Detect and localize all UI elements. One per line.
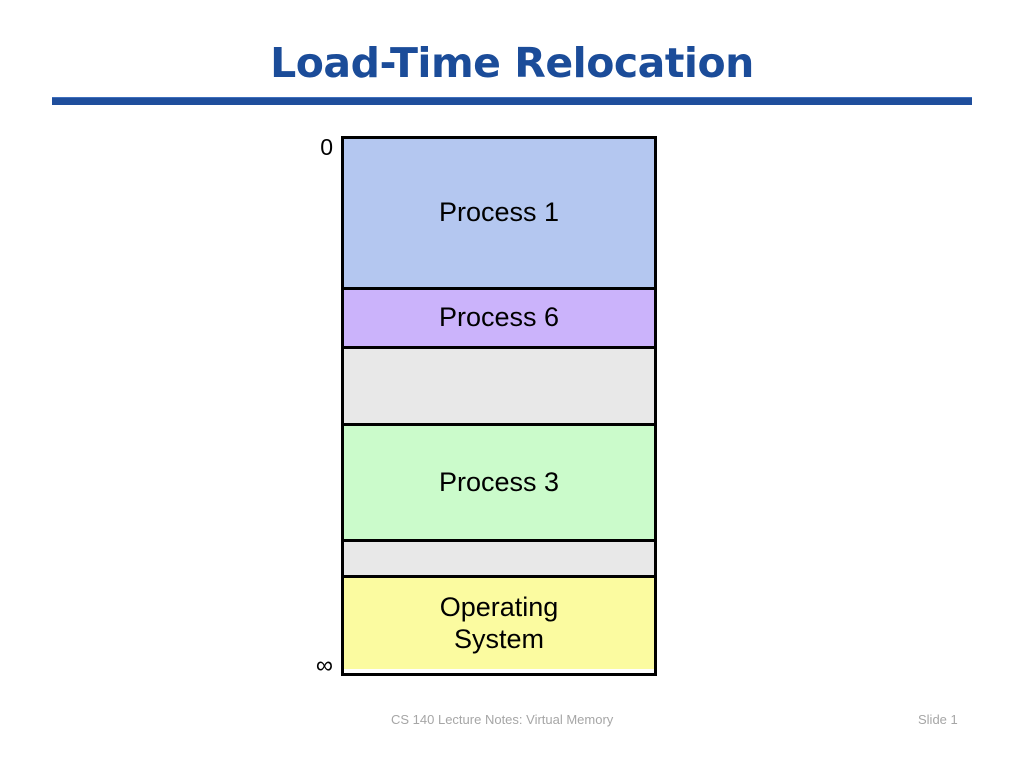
memory-block-label: Process 6 bbox=[438, 302, 560, 333]
memory-block-process-6: Process 6 bbox=[344, 287, 654, 346]
footer-slide-number: Slide 1 bbox=[918, 712, 958, 727]
memory-block-label-line2: System bbox=[453, 623, 545, 654]
memory-block-process-3: Process 3 bbox=[344, 423, 654, 539]
slide-footer: CS 140 Lecture Notes: Virtual Memory Sli… bbox=[0, 712, 1024, 734]
memory-block-free-space-4 bbox=[344, 539, 654, 575]
memory-address-top-label: 0 bbox=[320, 134, 333, 160]
memory-block-label: Process 3 bbox=[438, 466, 560, 497]
memory-block-label: Operating bbox=[439, 591, 559, 622]
page-title: Load-Time Relocation bbox=[270, 39, 754, 87]
footer-course-label: CS 140 Lecture Notes: Virtual Memory bbox=[391, 712, 614, 727]
title-underline-rule bbox=[52, 97, 972, 105]
memory-block-free-space-2 bbox=[344, 346, 654, 423]
memory-block-process-1: Process 1 bbox=[344, 139, 654, 287]
memory-block-label: Process 1 bbox=[438, 197, 560, 228]
memory-address-bottom-label: ∞ bbox=[315, 652, 333, 679]
